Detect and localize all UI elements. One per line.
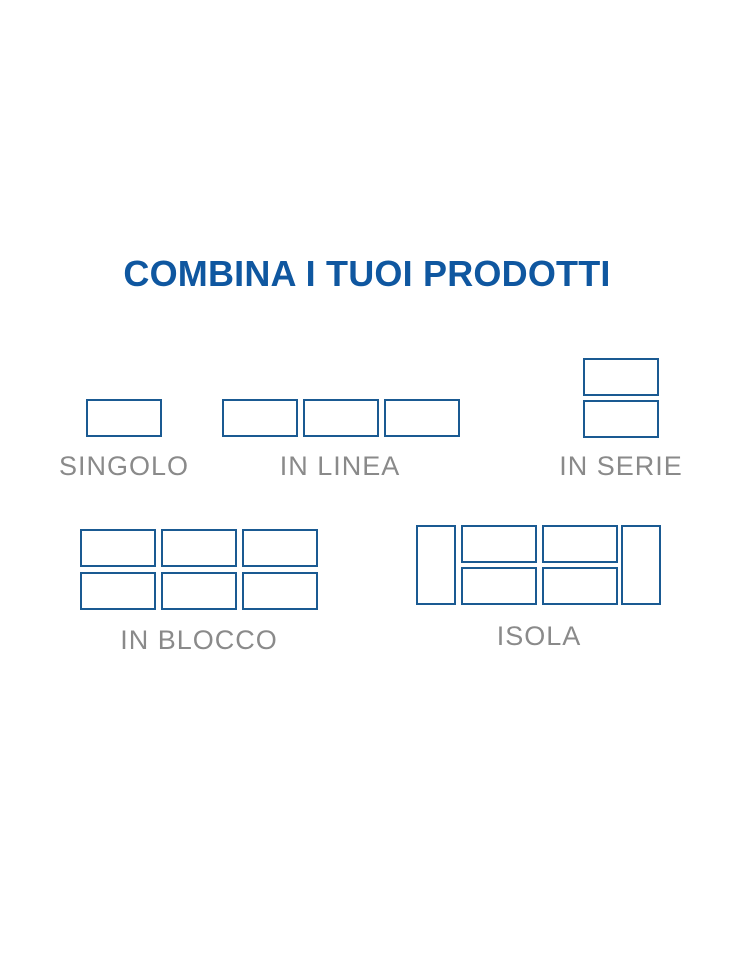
module-box bbox=[461, 567, 537, 605]
module-box bbox=[583, 400, 659, 438]
module-box bbox=[222, 399, 298, 437]
config-label-in-linea: IN LINEA bbox=[279, 451, 401, 481]
config-label-in-serie: IN SERIE bbox=[559, 451, 683, 481]
module-box-vertical bbox=[621, 525, 661, 605]
module-box bbox=[583, 358, 659, 396]
module-box-vertical bbox=[416, 525, 456, 605]
module-box bbox=[542, 567, 618, 605]
module-box bbox=[242, 572, 318, 610]
module-box bbox=[80, 529, 156, 567]
module-box bbox=[542, 525, 618, 563]
module-box bbox=[242, 529, 318, 567]
module-box bbox=[303, 399, 379, 437]
module-box bbox=[161, 572, 237, 610]
module-box bbox=[86, 399, 162, 437]
module-box bbox=[461, 525, 537, 563]
page-title: COMBINA I TUOI PRODOTTI bbox=[123, 253, 611, 294]
config-label-isola: ISOLA bbox=[496, 621, 582, 651]
config-label-singolo: SINGOLO bbox=[58, 451, 190, 481]
module-box bbox=[384, 399, 460, 437]
module-box bbox=[80, 572, 156, 610]
module-box bbox=[161, 529, 237, 567]
config-label-in-blocco: IN BLOCCO bbox=[120, 625, 278, 655]
